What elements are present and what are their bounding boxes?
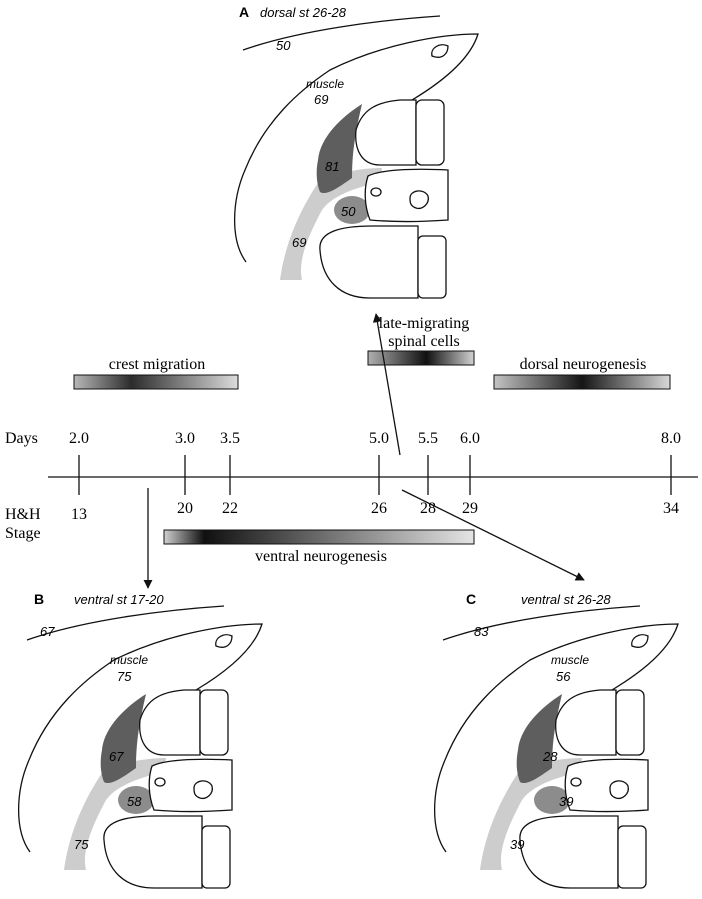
late-migrating-bar: [367, 350, 475, 366]
arrow-to-panel-c: [401, 489, 585, 581]
crest-migration-label: crest migration: [109, 356, 205, 373]
day-value: 3.5: [220, 430, 240, 447]
panel-a-letter: A: [239, 4, 249, 20]
timeline: crest migration late-migrating spinal ce…: [5, 313, 698, 589]
panel-c-sympathetic-value: 39: [559, 794, 573, 809]
stage-value: 26: [371, 500, 387, 517]
days-label: Days: [5, 430, 38, 447]
late-migrating-label-2: spinal cells: [388, 333, 460, 350]
panel-b-muscle-value: 75: [117, 669, 132, 684]
embryo-section-b: [17, 605, 263, 889]
panel-a-muscle-label: muscle: [306, 77, 344, 91]
dorsal-neurogenesis-bar: [493, 374, 671, 390]
panel-b-letter: B: [34, 591, 44, 607]
panel-a-sympathetic-value: 50: [341, 204, 356, 219]
panel-b: B ventral st 17-20 67 muscle 75 67 58 75: [17, 591, 263, 889]
day-value: 2.0: [69, 430, 89, 447]
panel-b-sympathetic-value: 58: [127, 794, 142, 809]
embryo-section-a: [233, 15, 479, 299]
late-migrating-label-1: late-migrating: [379, 315, 470, 332]
panel-b-drg-value: 67: [109, 749, 124, 764]
panel-c-letter: C: [466, 591, 476, 607]
stage-value: 29: [462, 500, 478, 517]
day-value: 5.5: [418, 430, 438, 447]
panel-c-muscle-value: 56: [556, 669, 571, 684]
stage-label-2: Stage: [5, 525, 41, 542]
panel-a-title: dorsal st 26-28: [260, 5, 347, 20]
panel-c: C ventral st 26-28 83 muscle 56 28 39 39: [433, 591, 679, 889]
arrow-to-panel-a: [372, 313, 401, 456]
panel-c-outer-value: 83: [474, 624, 489, 639]
panel-b-muscle-label: muscle: [110, 653, 148, 667]
stage-value: 13: [71, 506, 87, 523]
panel-b-outer-value: 67: [40, 624, 55, 639]
stage-value: 22: [222, 500, 238, 517]
panel-b-stream-value: 75: [74, 837, 89, 852]
panel-a-drg-value: 81: [325, 159, 339, 174]
ventral-neurogenesis-bar: [163, 529, 475, 545]
panel-c-muscle-label: muscle: [551, 653, 589, 667]
day-value: 8.0: [661, 430, 681, 447]
panel-a: A dorsal st 26-28 50 muscle 69 81 50 69: [233, 4, 479, 299]
ventral-neurogenesis-label: ventral neurogenesis: [255, 548, 387, 565]
embryo-section-c: [433, 605, 679, 889]
panel-c-stream-value: 39: [510, 837, 524, 852]
panel-a-muscle-value: 69: [314, 92, 328, 107]
day-value: 5.0: [369, 430, 389, 447]
panel-c-drg-value: 28: [542, 749, 558, 764]
stage-label-1: H&H: [5, 506, 41, 523]
panel-a-outer-value: 50: [276, 38, 291, 53]
crest-migration-bar: [73, 374, 239, 390]
day-value: 6.0: [460, 430, 480, 447]
stage-value: 20: [177, 500, 193, 517]
stage-value: 34: [663, 500, 679, 517]
panel-c-title: ventral st 26-28: [521, 592, 611, 607]
panel-b-title: ventral st 17-20: [74, 592, 164, 607]
day-value: 3.0: [175, 430, 195, 447]
dorsal-neurogenesis-label: dorsal neurogenesis: [520, 356, 647, 373]
panel-a-stream-value: 69: [292, 235, 306, 250]
